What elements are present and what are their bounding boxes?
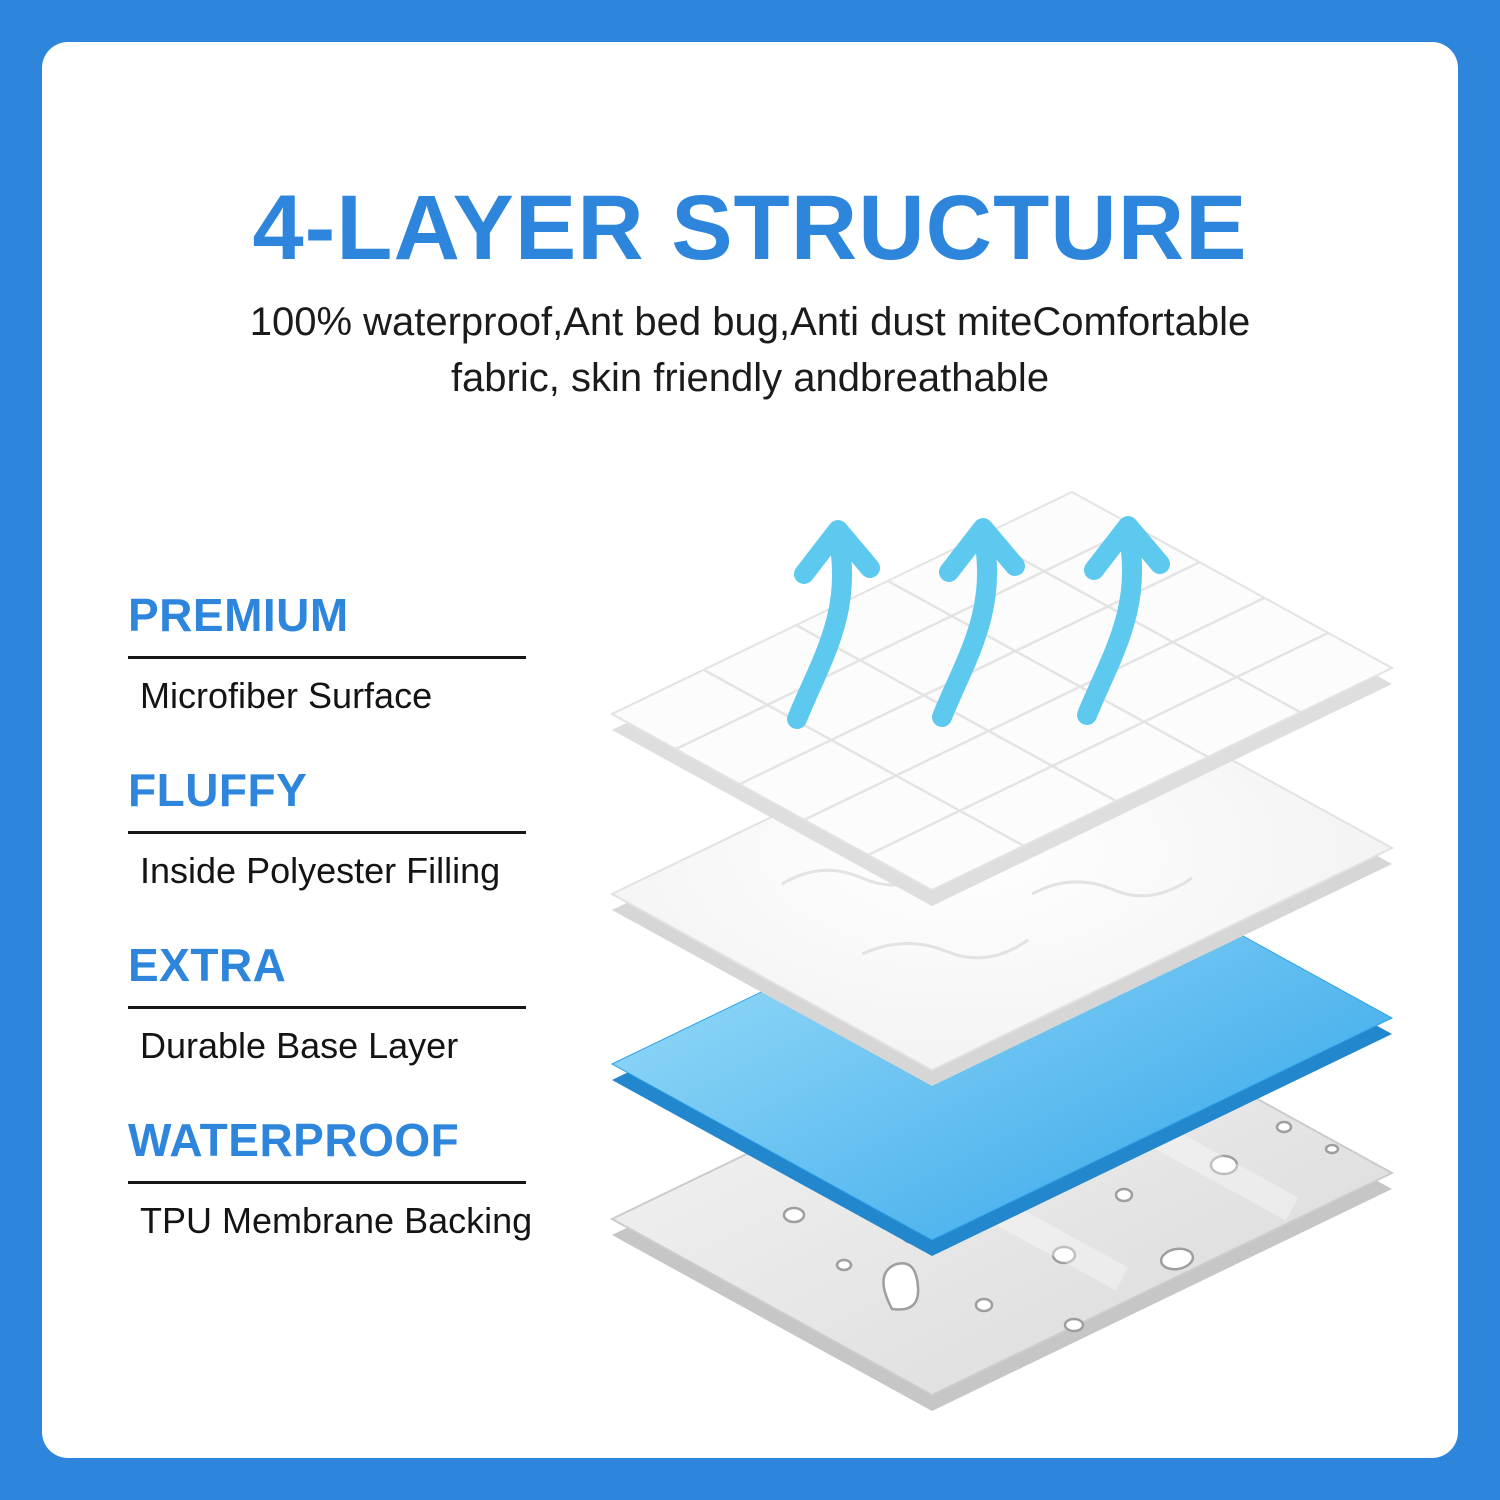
feature-premium-underline	[128, 656, 526, 659]
feature-premium-description: Microfiber Surface	[140, 675, 433, 716]
layer-diagram	[562, 424, 1442, 1416]
feature-fluffy-description: Inside Polyester Filling	[140, 850, 501, 891]
feature-list: PREMIUM Microfiber Surface FLUFFY Inside…	[128, 588, 598, 1288]
breathability-arrows	[787, 516, 1170, 729]
feature-fluffy: FLUFFY Inside Polyester Filling	[128, 763, 598, 892]
infographic-canvas: 4-LAYER STRUCTURE 100% waterproof,Ant be…	[42, 42, 1458, 1458]
feature-fluffy-underline	[128, 831, 526, 834]
page-title: 4-LAYER STRUCTURE	[252, 177, 1248, 279]
subtitle: 100% waterproof,Ant bed bug,Anti dust mi…	[42, 294, 1458, 406]
feature-waterproof: WATERPROOF TPU Membrane Backing	[128, 1113, 598, 1242]
exploded-layers-illustration	[609, 490, 1395, 1411]
feature-premium-heading: PREMIUM	[128, 589, 349, 641]
up-arrow	[787, 520, 880, 729]
feature-extra-description: Durable Base Layer	[140, 1025, 459, 1066]
subtitle-line-2: fabric, skin friendly andbreathable	[450, 356, 1050, 400]
up-arrow	[932, 518, 1025, 727]
feature-waterproof-heading: WATERPROOF	[128, 1114, 460, 1166]
feature-extra-heading: EXTRA	[128, 939, 287, 991]
feature-extra-underline	[128, 1006, 526, 1009]
up-arrow	[1077, 516, 1170, 725]
feature-extra: EXTRA Durable Base Layer	[128, 938, 598, 1067]
feature-premium: PREMIUM Microfiber Surface	[128, 588, 598, 717]
feature-waterproof-description: TPU Membrane Backing	[140, 1200, 533, 1241]
feature-fluffy-heading: FLUFFY	[128, 764, 308, 816]
subtitle-line-1: 100% waterproof,Ant bed bug,Anti dust mi…	[249, 300, 1251, 344]
feature-waterproof-underline	[128, 1181, 526, 1184]
